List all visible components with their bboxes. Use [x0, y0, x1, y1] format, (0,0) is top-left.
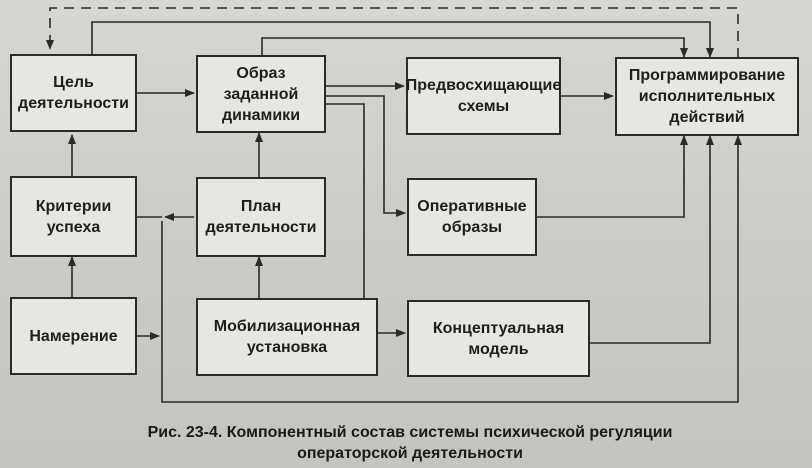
box-anticipatory-schemes: Предвосхищающие схемы: [406, 57, 561, 135]
box-action-programming: Программирование исполнительных действий: [615, 57, 799, 136]
box-intention: Намерение: [10, 297, 137, 375]
box-goal: Цель деятельности: [10, 54, 137, 132]
arrow-namer-progr: [161, 135, 742, 403]
box-activity-plan: План деятельности: [196, 177, 326, 257]
box-success-criteria: Критерии успеха: [10, 176, 137, 257]
figure-caption: Рис. 23-4. Компонентный состав системы п…: [147, 424, 673, 462]
arrow-obraz-progr: [261, 37, 688, 58]
arrow-tsel-progr: [91, 21, 714, 58]
arrow-obraz-operat: [326, 95, 406, 217]
box-image-dynamics: Образ заданной динамики: [196, 55, 326, 133]
box-mobilization-setting: Мобилизационная установка: [196, 298, 378, 376]
arrow-operat-progr: [537, 135, 688, 218]
arrow-obraz-konts: [326, 103, 406, 337]
box-conceptual-model: Концептуальная модель: [407, 300, 590, 377]
arrow-konts-progr: [590, 135, 714, 344]
feedback-dashed-arrow: [46, 7, 739, 58]
box-operative-images: Оперативные образы: [407, 178, 537, 256]
